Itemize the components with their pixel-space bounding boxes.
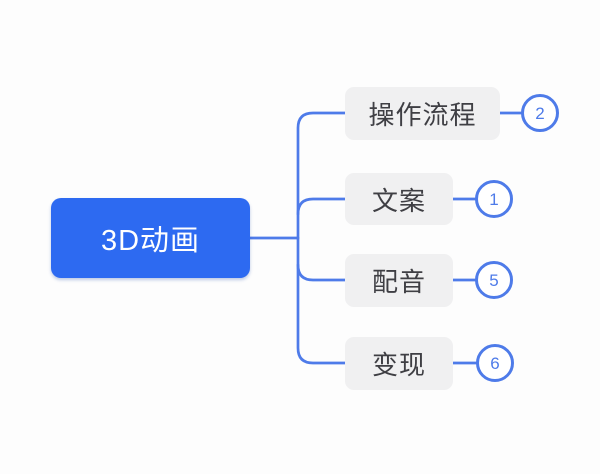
collapse-count-badge-voiceover[interactable]: 5 <box>475 261 513 299</box>
node-copywriting-label: 文案 <box>371 185 426 216</box>
node-operation-process[interactable]: 操作流程 <box>345 87 500 140</box>
node-copywriting[interactable]: 文案 <box>345 173 453 225</box>
connector-trunk <box>296 111 347 365</box>
node-voiceover-label: 配音 <box>371 267 426 297</box>
node-operation-process-label: 操作流程 <box>368 100 477 130</box>
root-node[interactable]: 3D动画 <box>51 198 250 278</box>
collapse-count-badge-operation-process[interactable]: 2 <box>521 94 559 132</box>
collapse-count-badge-copywriting[interactable]: 1 <box>475 180 513 218</box>
node-monetization[interactable]: 变现 <box>345 337 453 390</box>
node-monetization-label: 变现 <box>371 350 426 380</box>
node-voiceover[interactable]: 配音 <box>345 254 453 307</box>
collapse-count-badge-monetization[interactable]: 6 <box>476 344 514 382</box>
connector-branch-3 <box>296 263 347 282</box>
root-node-label: 3D动画 <box>100 225 201 257</box>
connector-branch-2 <box>296 197 347 216</box>
